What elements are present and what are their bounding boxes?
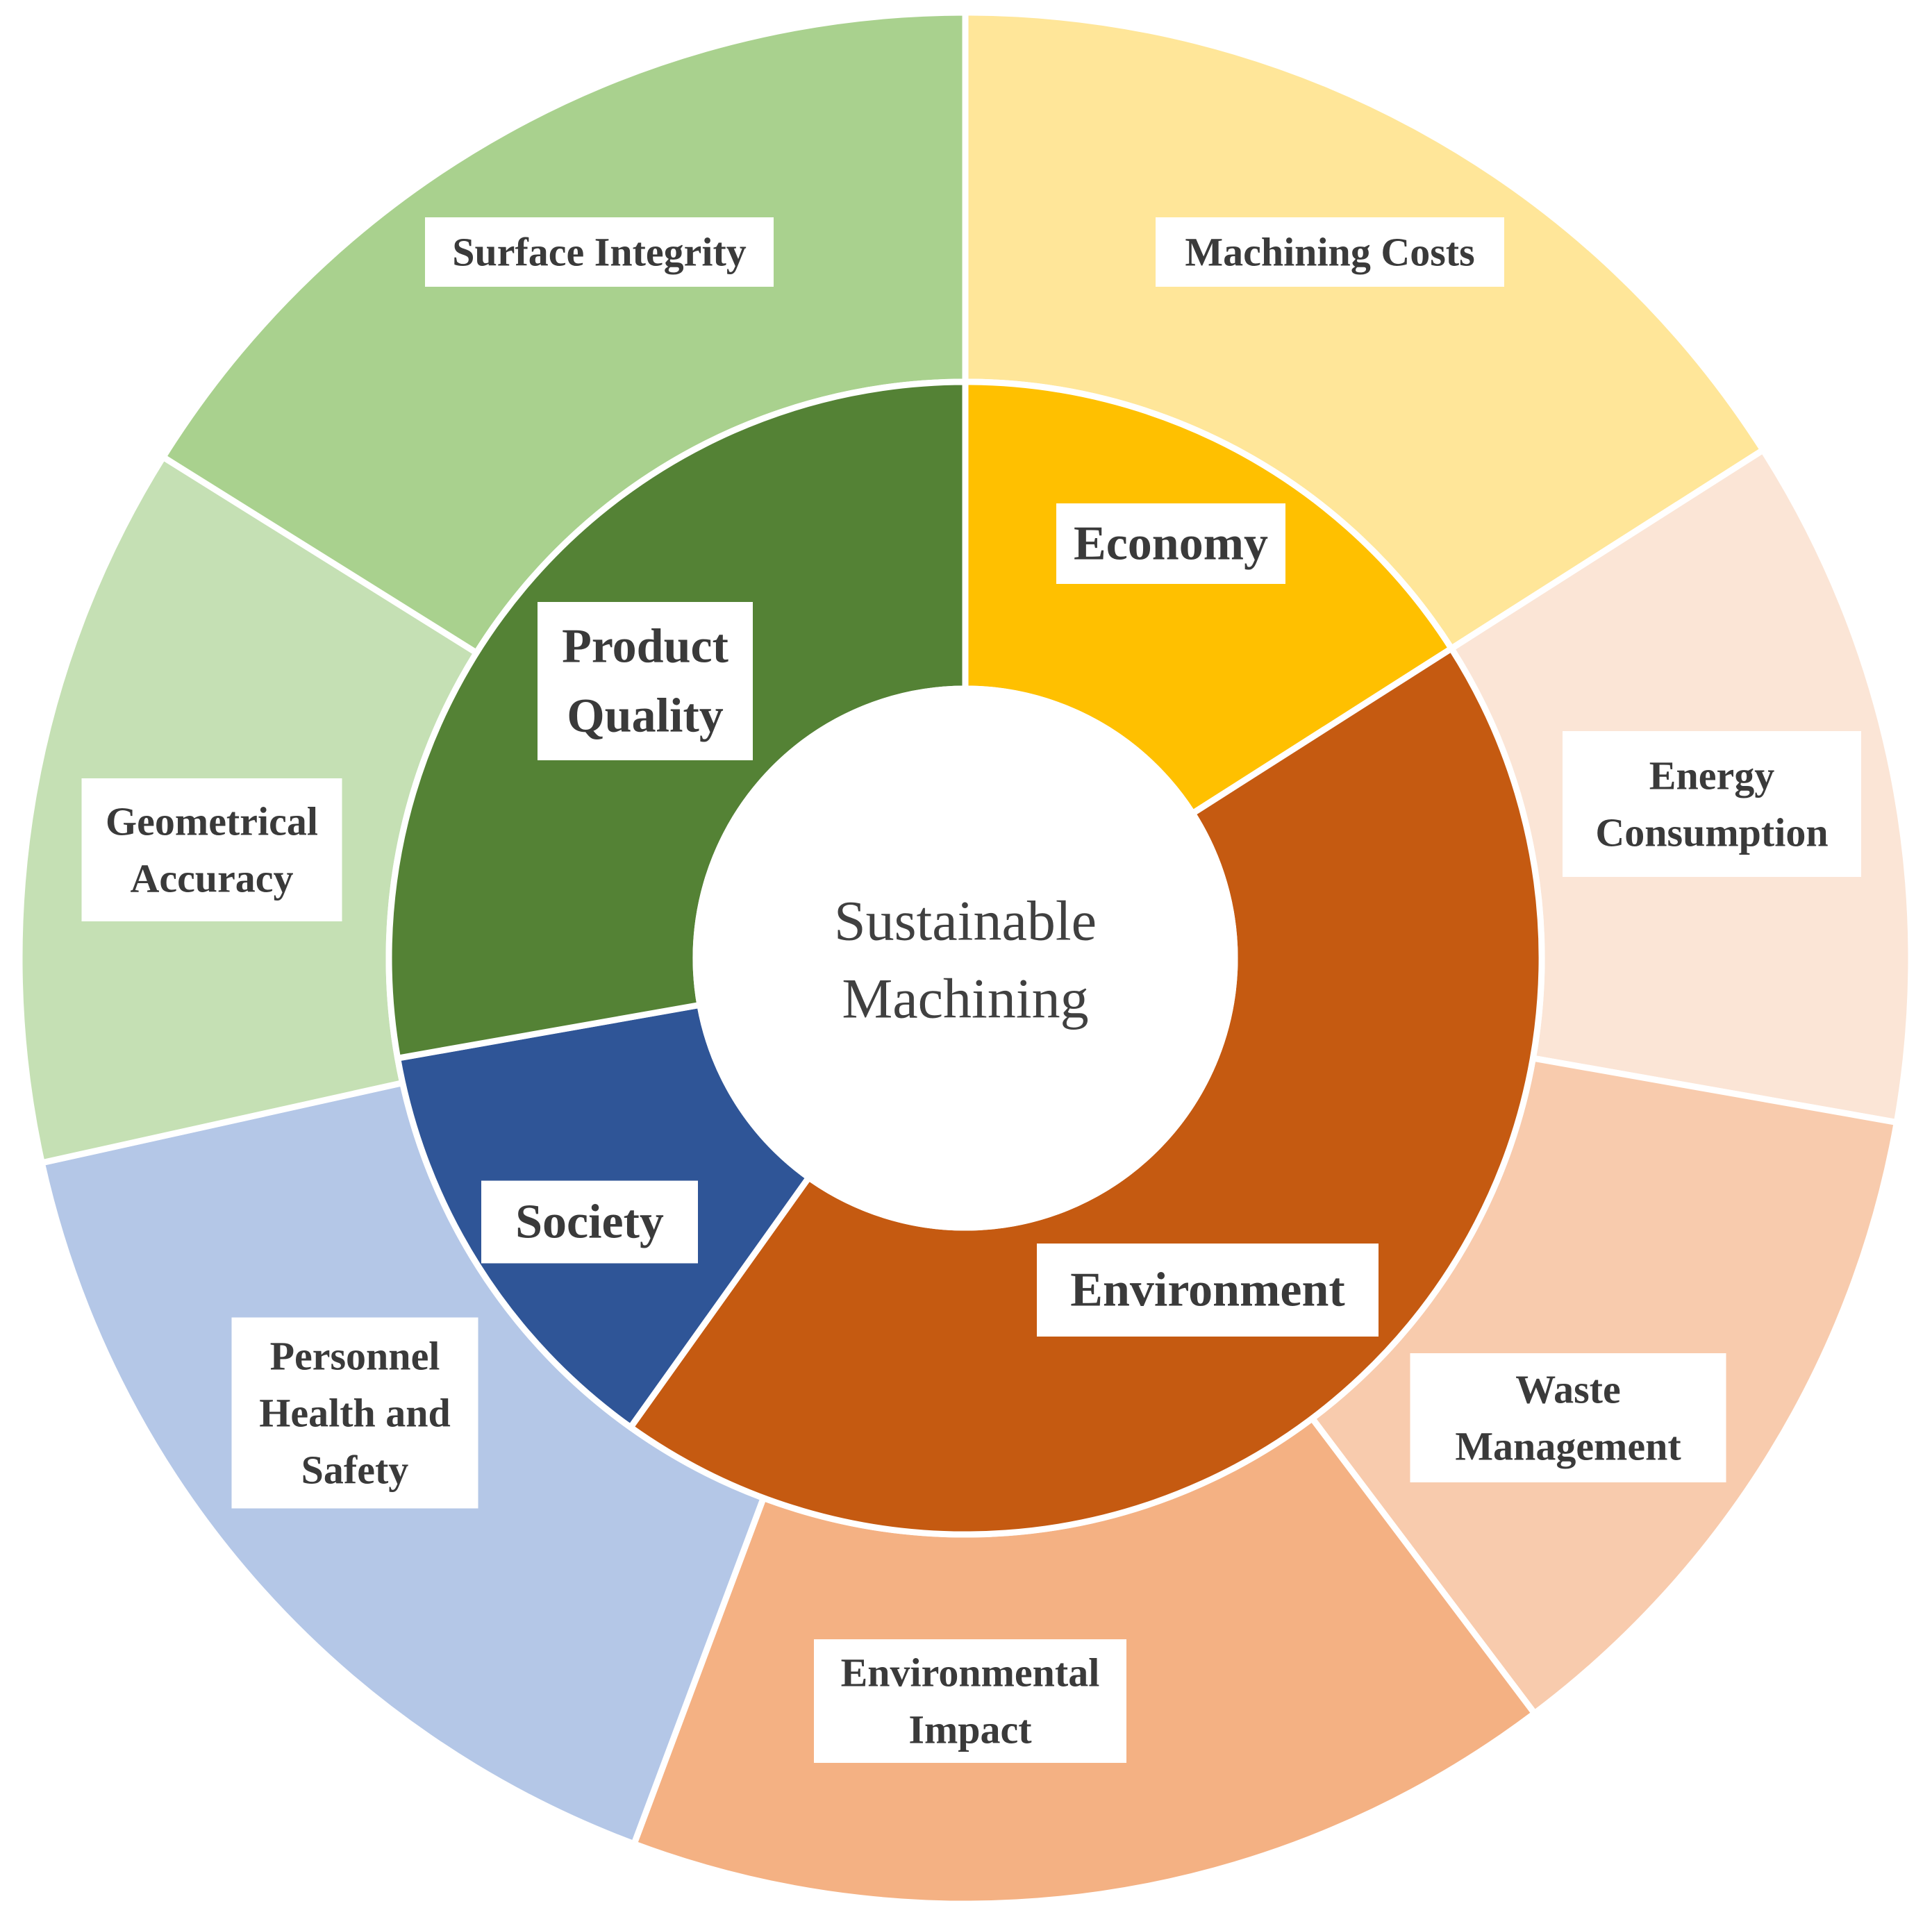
inner-label-text-environment: Environment bbox=[1070, 1264, 1344, 1317]
outer-label-surface-integrity: Surface Integrity bbox=[425, 217, 774, 287]
inner-label-text-society: Society bbox=[515, 1196, 664, 1249]
outer-label-box-personnel-health-and-safety bbox=[231, 1317, 478, 1509]
outer-label-text-energy-consumption: Consumption bbox=[1595, 810, 1828, 855]
inner-label-box-environment bbox=[1037, 1244, 1379, 1337]
outer-label-text-geometrical-accuracy: Accuracy bbox=[130, 856, 293, 901]
inner-label-box-product-quality bbox=[538, 602, 753, 760]
outer-label-text-personnel-health-and-safety: Personnel bbox=[270, 1334, 440, 1379]
inner-label-economy: Economy bbox=[1056, 503, 1285, 584]
outer-label-text-environmental-impact: Impact bbox=[908, 1707, 1032, 1752]
inner-label-environment: Environment bbox=[1037, 1244, 1379, 1337]
outer-label-text-surface-integrity: Surface Integrity bbox=[452, 230, 747, 275]
center-label-line: Machining bbox=[842, 967, 1088, 1030]
inner-label-text-economy: Economy bbox=[1074, 517, 1268, 571]
center-circle bbox=[692, 685, 1238, 1231]
outer-label-box-machining-costs bbox=[1156, 217, 1504, 287]
inner-label-box-economy bbox=[1056, 503, 1285, 584]
outer-label-box-energy-consumption bbox=[1563, 731, 1861, 877]
segment-labels: Machining CostsEnergyConsumptionWasteMan… bbox=[81, 217, 1861, 1763]
inner-label-box-society bbox=[481, 1180, 698, 1264]
outer-label-box-surface-integrity bbox=[425, 217, 774, 287]
inner-label-text-product-quality: Quality bbox=[567, 689, 724, 743]
outer-label-box-waste-management bbox=[1410, 1353, 1726, 1482]
outer-label-text-waste-management: Management bbox=[1455, 1424, 1681, 1469]
outer-label-text-machining-costs: Machining Costs bbox=[1185, 230, 1474, 275]
outer-label-text-environmental-impact: Environmental bbox=[841, 1650, 1100, 1696]
outer-label-box-environmental-impact bbox=[814, 1639, 1126, 1763]
outer-label-text-waste-management: Waste bbox=[1515, 1367, 1620, 1412]
outer-label-machining-costs: Machining Costs bbox=[1156, 217, 1504, 287]
inner-label-text-product-quality: Product bbox=[562, 620, 728, 673]
outer-label-box-geometrical-accuracy bbox=[81, 778, 342, 921]
outer-label-text-energy-consumption: Energy bbox=[1649, 753, 1774, 798]
inner-label-society: Society bbox=[481, 1180, 698, 1264]
outer-label-text-personnel-health-and-safety: Safety bbox=[301, 1448, 409, 1493]
outer-label-text-geometrical-accuracy: Geometrical bbox=[106, 799, 318, 844]
center-label-line: Sustainable bbox=[834, 889, 1097, 953]
outer-label-text-personnel-health-and-safety: Health and bbox=[259, 1391, 451, 1436]
